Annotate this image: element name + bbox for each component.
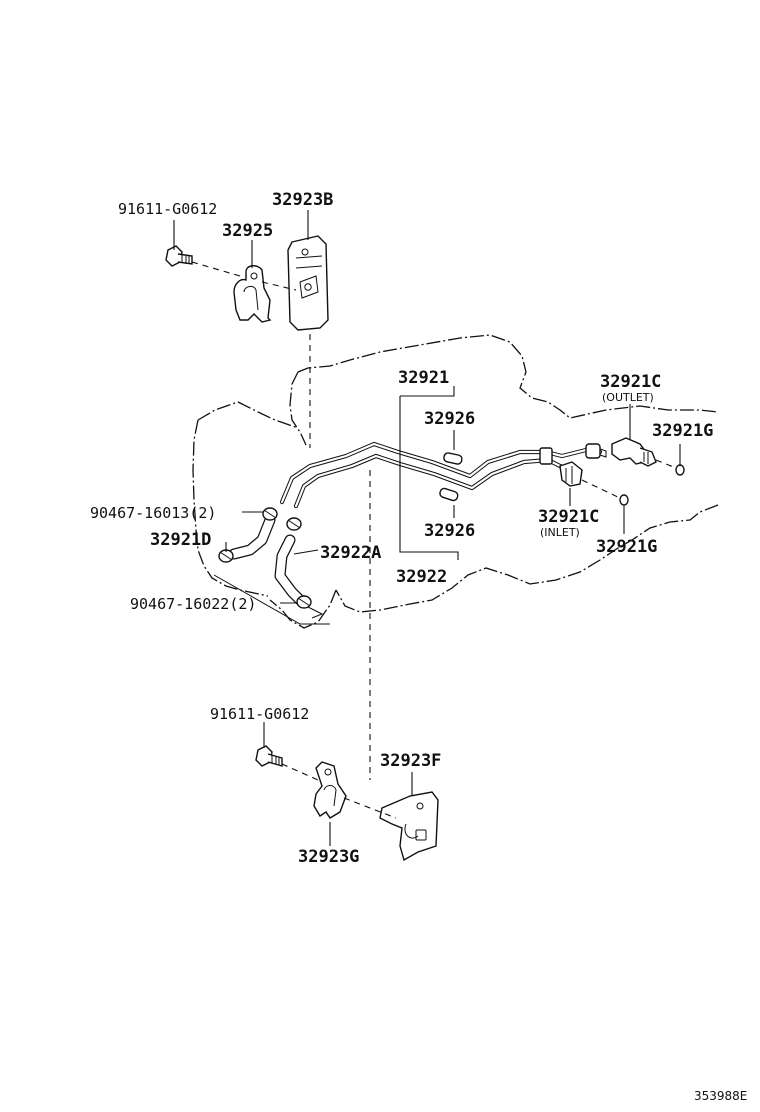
label-inlet-note: (INLET) [540, 526, 580, 539]
grommet-upper-icon [443, 452, 463, 465]
grommet-lower-icon [439, 487, 459, 502]
label-grommet-upper: 32926 [424, 409, 475, 429]
diagram-reference-number: 353988E [694, 1089, 747, 1103]
hose-lower-32922a [274, 534, 306, 606]
hose-upper-32921d [228, 514, 276, 560]
bolt-top-icon [165, 245, 193, 267]
transmission-outline [192, 334, 719, 629]
bolt-bottom-icon [255, 745, 283, 767]
gasket-outlet-icon [675, 464, 685, 476]
hose-clip-upper-icon [262, 507, 302, 531]
label-outlet-note: (OUTLET) [602, 391, 654, 404]
clamp-32923g [313, 761, 347, 819]
clamp-top-axis [261, 281, 297, 291]
label-bolt-bottom: 91611-G0612 [210, 705, 309, 723]
label-hose-clip-upper: 90467-16013(2) [90, 504, 216, 522]
label-bracket-top: 32923B [272, 190, 333, 210]
label-inlet-union: 32921C [538, 507, 599, 527]
label-clamp-top: 32925 [222, 221, 273, 241]
tube-end-fittings [539, 443, 607, 465]
label-tube-assy: 32921 [398, 368, 449, 388]
label-outlet-union: 32921C [600, 372, 661, 392]
label-bracket-bottom: 32923F [380, 751, 441, 771]
label-grommet-lower: 32926 [424, 521, 475, 541]
inlet-union-icon [559, 461, 583, 487]
gasket-inlet-icon [619, 494, 629, 506]
inlet-gasket-axis [581, 479, 621, 499]
label-hose-lower: 32922A [320, 543, 381, 563]
label-hose-clip-lower: 90467-16022(2) [130, 595, 256, 613]
label-clamp-bottom: 32923G [298, 847, 359, 867]
clamp-32925 [233, 265, 272, 323]
bracket-32923b [287, 235, 329, 331]
label-gasket-inlet: 32921G [596, 537, 657, 557]
outlet-gasket-axis [655, 459, 677, 469]
label-gasket-outlet: 32921G [652, 421, 713, 441]
label-tube-lower: 32922 [396, 567, 447, 587]
bolt-bottom-axis [281, 763, 319, 781]
bolt-top-axis [191, 261, 241, 277]
bracket-32923f [379, 791, 439, 862]
outlet-union-icon [611, 437, 657, 467]
label-hose-upper: 32921D [150, 530, 211, 550]
leader-lines [173, 210, 681, 846]
clamp-bottom-axis [343, 797, 397, 819]
label-bolt-top: 91611-G0612 [118, 200, 217, 218]
